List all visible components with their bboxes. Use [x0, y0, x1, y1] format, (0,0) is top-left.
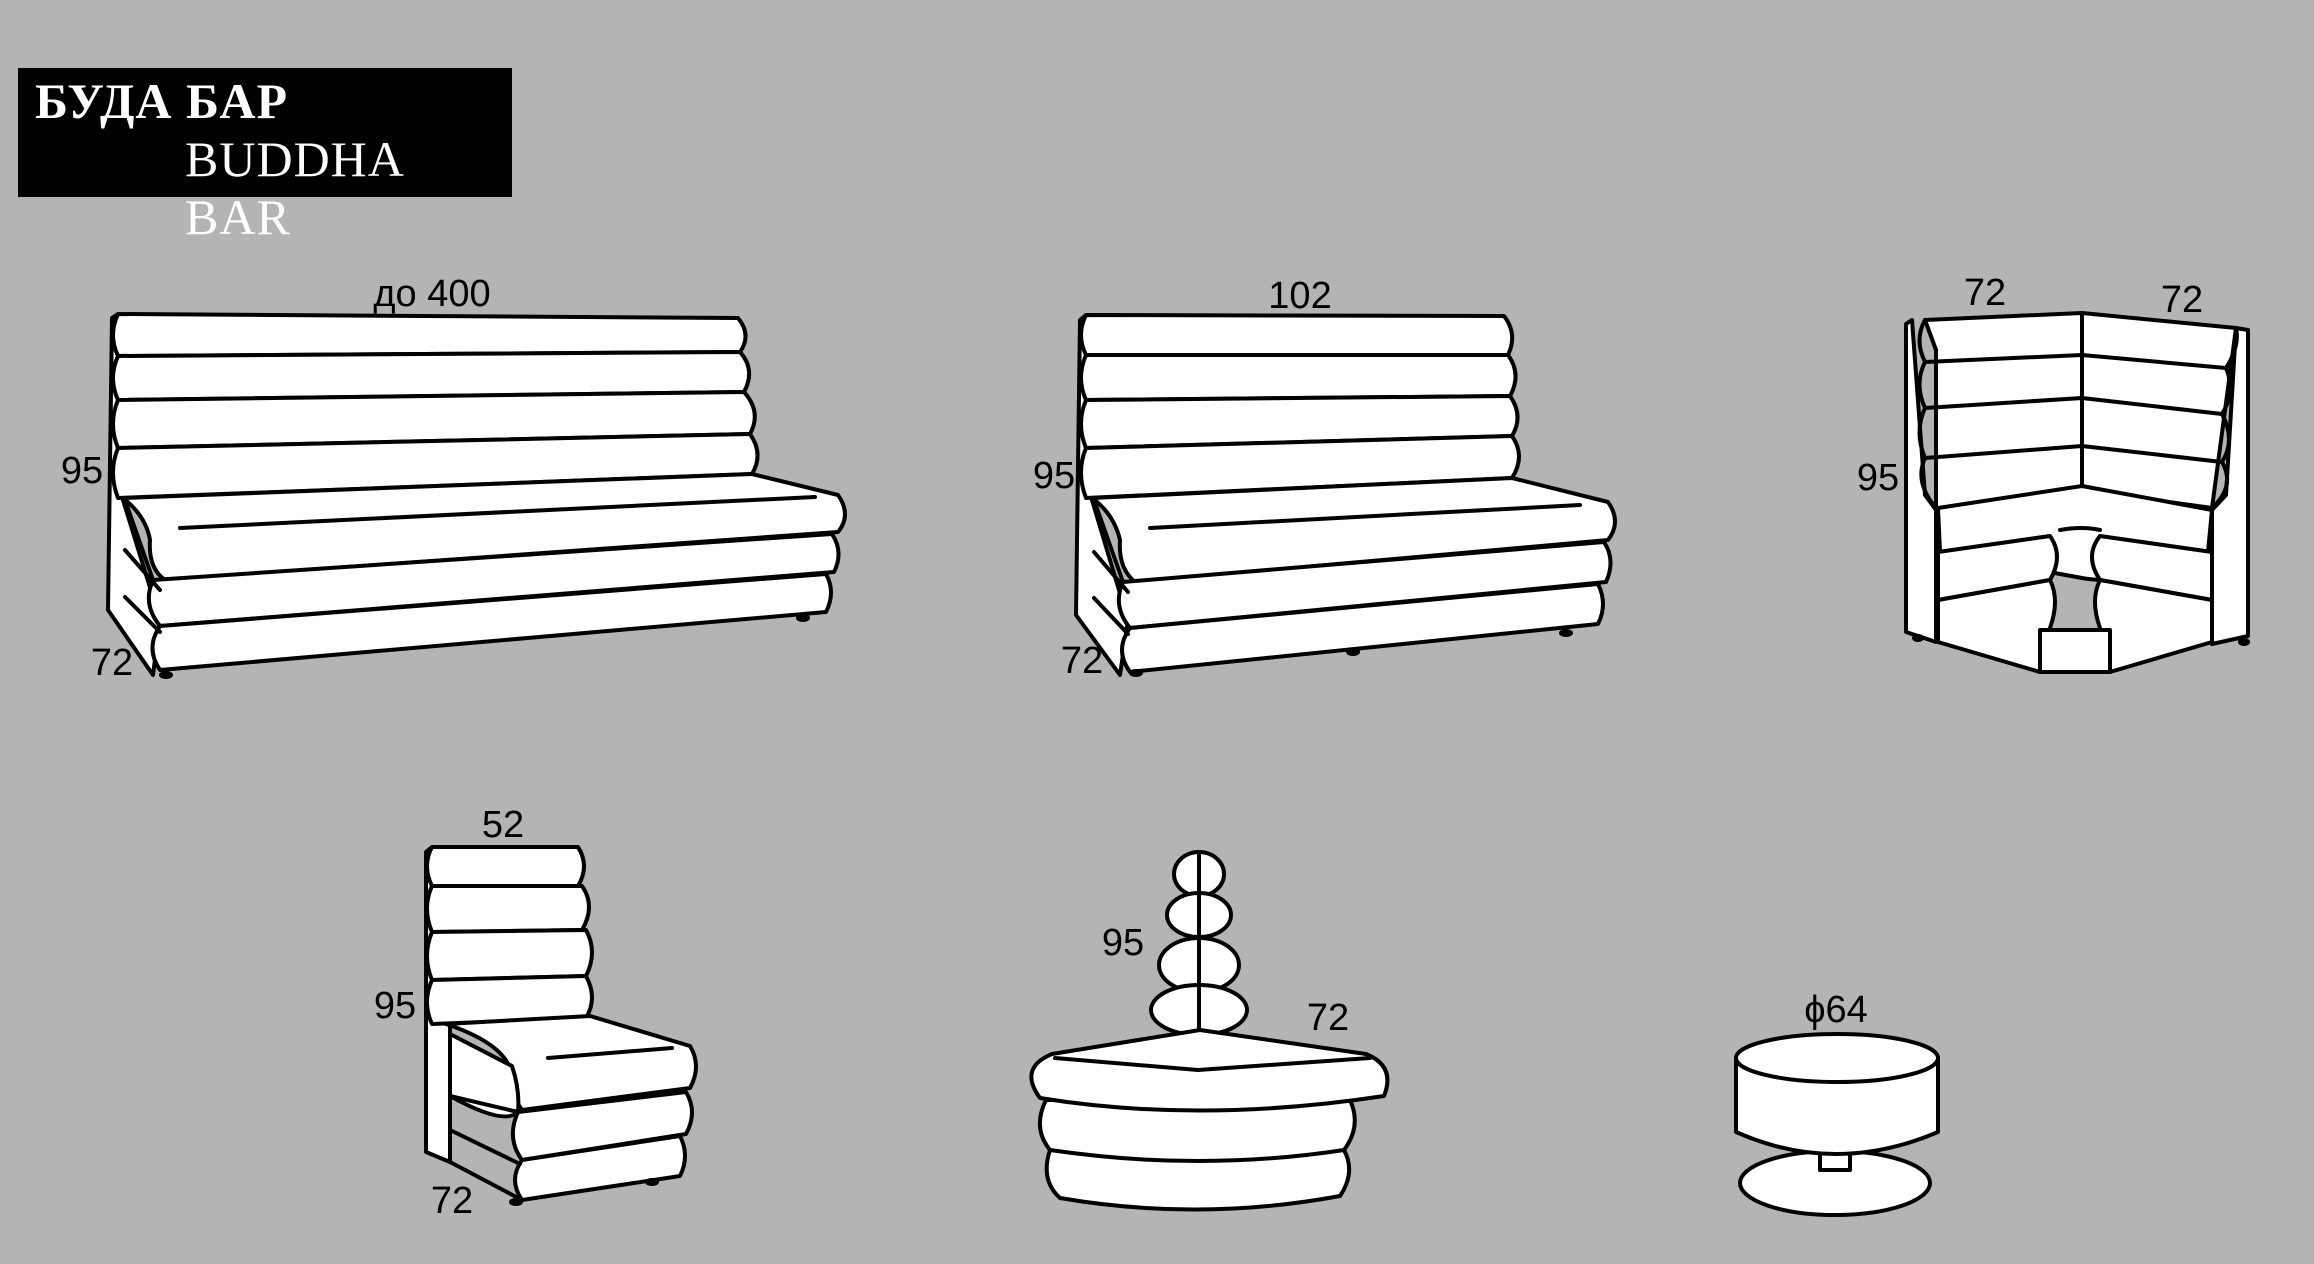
corner-sofa — [1904, 311, 2250, 674]
single-seat — [424, 845, 698, 1206]
long-sofa-back-cushion-1 — [111, 312, 748, 358]
long-sofa-seat — [121, 472, 847, 582]
single-seat-base-3 — [513, 1134, 687, 1202]
single-seat-width-label: 52 — [482, 804, 524, 846]
round-seat-depth-label: 72 — [1307, 997, 1349, 1039]
corner-sofa-width-b-label: 72 — [2161, 279, 2203, 321]
long-sofa-height-label: 95 — [61, 450, 103, 492]
single-seat-back-cushion-3 — [425, 928, 594, 982]
pouf-diameter-label: ϕ64 — [1804, 989, 1868, 1031]
sofa-height-label: 95 — [1033, 455, 1075, 497]
long-sofa-width-label: до 400 — [373, 273, 490, 315]
single-seat-back-cushion-1 — [425, 845, 586, 888]
round-seat-base-3 — [1044, 1148, 1352, 1212]
sofa-seat — [1090, 476, 1617, 584]
single-seat-back-cushion-2 — [425, 884, 591, 934]
sofa-width-label: 102 — [1268, 275, 1331, 317]
sofa-base-1 — [1116, 540, 1613, 630]
round-seat-base-2 — [1038, 1098, 1357, 1163]
long-sofa — [106, 312, 847, 679]
sofa-depth-label: 72 — [1061, 640, 1103, 682]
round-seat-height-label: 95 — [1102, 922, 1144, 964]
corner-sofa-back-left — [1923, 311, 2084, 512]
sofa — [1074, 313, 1617, 677]
round-seat — [1029, 850, 1390, 1212]
corner-sofa-front — [2038, 628, 2112, 674]
single-seat-base-2 — [510, 1090, 694, 1162]
pouf-top — [1734, 1032, 1940, 1084]
long-sofa-base-1 — [146, 532, 841, 628]
corner-sofa-height-label: 95 — [1857, 457, 1899, 499]
title-ru: БУДА БАР — [35, 73, 288, 129]
pouf-body — [1734, 1058, 1940, 1156]
title-en: BUDDHA BAR — [185, 131, 403, 245]
long-sofa-depth-label: 72 — [91, 642, 133, 684]
sofa-base-2 — [1120, 582, 1605, 674]
single-seat-height-label: 95 — [374, 985, 416, 1027]
pouf — [1734, 1032, 1940, 1217]
corner-sofa-back-right — [2080, 311, 2238, 510]
title-box: БУДА БАР BUDDHA BAR — [18, 68, 512, 245]
sofa-back-cushion-2 — [1079, 353, 1518, 402]
sofa-back-cushion-1 — [1079, 313, 1515, 357]
long-sofa-base-2 — [150, 572, 833, 672]
single-seat-depth-label: 72 — [431, 1180, 473, 1222]
corner-sofa-width-a-label: 72 — [1964, 272, 2006, 314]
